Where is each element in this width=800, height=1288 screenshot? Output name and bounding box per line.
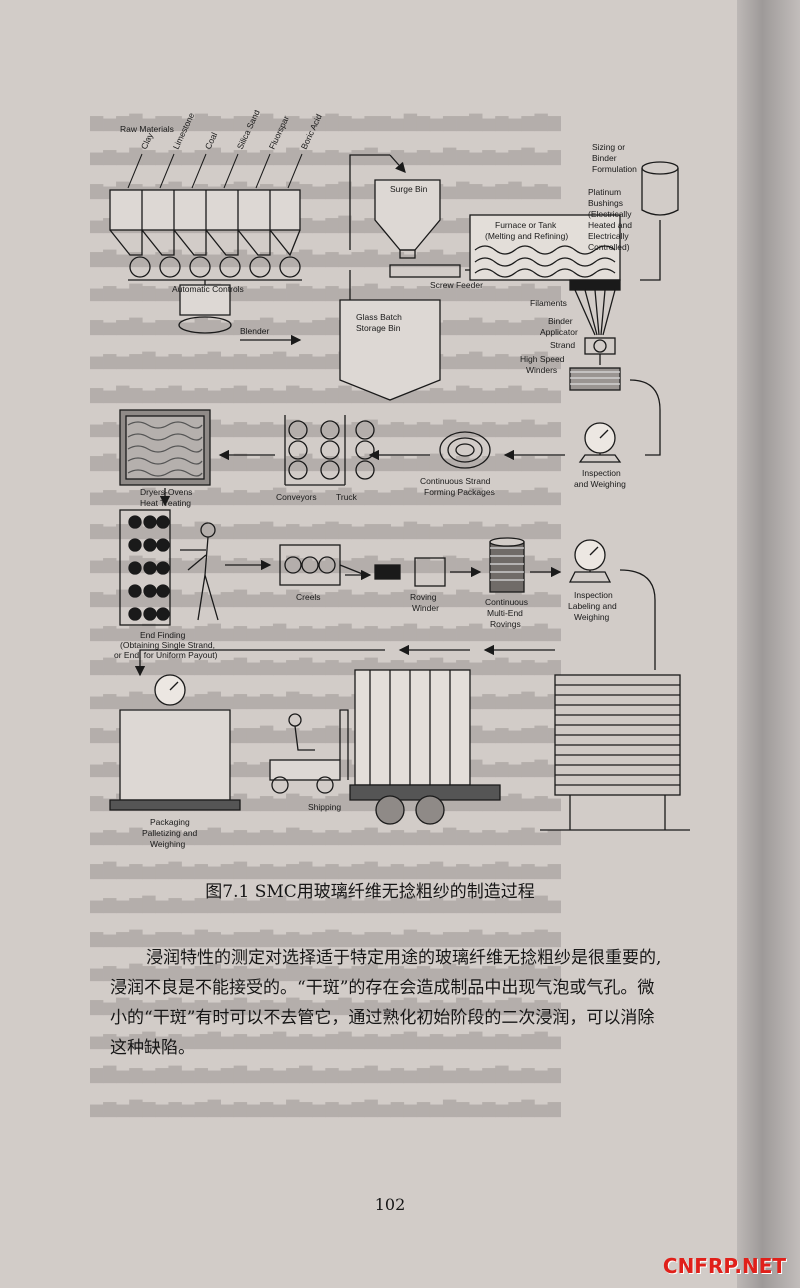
paragraph-line-1: 浸润特性的测定对选择适于特定用途的玻璃纤维无捻粗纱是很重要的, <box>146 948 662 968</box>
warehouse-stack <box>540 674 690 831</box>
label-winders-2: Winders <box>526 365 557 375</box>
label-filaments: Filaments <box>530 298 567 308</box>
manufacturing-process-diagram: Raw Materials Clay Limestone Coal Silica… <box>109 110 690 849</box>
label-roving-winder-2: Winder <box>412 603 439 613</box>
label-end-finding-1: End Finding <box>140 630 186 640</box>
label-winders-1: High Speed <box>520 354 565 364</box>
shipping-trailer <box>349 669 501 825</box>
body-paragraph: 浸润特性的测定对选择适于特定用途的玻璃纤维无捻粗纱是很重要的, 浸润不良是不能接… <box>110 943 700 1063</box>
label-bushings-4: Heated and <box>588 220 632 230</box>
high-speed-winder <box>569 367 621 391</box>
label-inspection2-1: Inspection <box>574 590 613 600</box>
label-material-coal: Coal <box>203 131 219 151</box>
label-forming-1: Continuous Strand <box>420 476 491 486</box>
label-sizing-1: Sizing or <box>592 142 625 152</box>
platinum-bushing <box>569 279 621 336</box>
label-binder-2: Applicator <box>540 327 578 337</box>
label-creels: Creels <box>296 592 321 602</box>
label-inspection2-2: Labeling and <box>568 601 617 611</box>
creels <box>279 544 366 586</box>
label-bushings-3: (Electrically <box>588 209 632 219</box>
label-packaging-3: Weighing <box>150 839 186 849</box>
figure-caption: 图7.1 SMC用玻璃纤维无捻粗纱的制造过程 <box>205 882 535 902</box>
label-dryers-2: Heat Treating <box>140 498 191 508</box>
label-roving-winder-1: Roving <box>410 592 437 602</box>
label-end-finding-3: or End, for Uniform Payout) <box>114 650 218 660</box>
label-shipping: Shipping <box>308 802 341 812</box>
label-screw-feeder: Screw Feeder <box>430 280 483 290</box>
label-packaging-1: Packaging <box>150 817 190 827</box>
label-bushings-2: Bushings <box>588 198 623 208</box>
label-sizing-2: Binder <box>592 153 617 163</box>
paragraph-line-3: 小的“干斑”有时可以不去管它，通过熟化初始阶段的二次浸润，可以消除 <box>110 1008 655 1028</box>
dryer-oven <box>119 409 211 486</box>
sizing-tank <box>640 161 679 281</box>
label-material-silica-sand: Silica Sand <box>235 110 262 151</box>
label-glass-batch-2: Storage Bin <box>356 323 401 333</box>
blender <box>178 280 232 334</box>
label-bushings-1: Platinum <box>588 187 621 197</box>
paragraph-line-4: 这种缺陷。 <box>110 1038 195 1058</box>
label-packaging-2: Palletizing and <box>142 828 198 838</box>
label-conveyors: Conveyors <box>276 492 317 502</box>
label-material-fluorspar: Fluorspar <box>267 114 291 151</box>
label-binder-1: Binder <box>548 316 573 326</box>
label-automatic-controls: Automatic Controls <box>172 284 244 294</box>
label-material-limestone: Limestone <box>171 111 197 151</box>
label-multi-end-1: Continuous <box>485 597 528 607</box>
binder-applicator <box>584 337 616 365</box>
label-blender: Blender <box>240 326 269 336</box>
label-multi-end-2: Multi-End <box>487 608 523 618</box>
packaging-scale <box>109 674 241 811</box>
inspection-scale-1 <box>578 422 622 463</box>
raw-material-hoppers <box>109 189 302 281</box>
label-furnace-1: Furnace or Tank <box>495 220 557 230</box>
label-sizing-3: Formulation <box>592 164 637 174</box>
label-end-finding-2: (Obtaining Single Strand, <box>120 640 215 650</box>
truck-conveyor <box>284 415 375 486</box>
label-material-boric-acid: Boric Acid <box>299 112 324 151</box>
forming-packages <box>439 431 491 469</box>
label-strand: Strand <box>550 340 575 350</box>
book-spine <box>737 0 800 1288</box>
label-truck: Truck <box>336 492 358 502</box>
multi-end-rovings <box>489 537 525 593</box>
label-inspection1-1: Inspection <box>582 468 621 478</box>
watermark-logo: CNFRP.NET <box>662 1254 786 1278</box>
paragraph-line-2: 浸润不良是不能接受的。“干斑”的存在会造成制品中出现气泡或气孔。微 <box>110 978 655 998</box>
label-surge-bin: Surge Bin <box>390 184 428 194</box>
label-inspection1-2: and Weighing <box>574 479 626 489</box>
roving-winder <box>374 557 446 587</box>
label-forming-2: Forming Packages <box>424 487 495 497</box>
label-dryers-1: Dryers-Ovens <box>140 487 192 497</box>
label-furnace-2: (Melting and Refining) <box>485 231 568 241</box>
forklift <box>269 709 349 794</box>
label-bushings-5: Electrically <box>588 231 629 241</box>
furnace <box>469 214 621 281</box>
label-bushings-6: Controlled) <box>588 242 630 252</box>
label-raw-materials: Raw Materials <box>120 124 174 134</box>
page-number: 102 <box>374 1195 406 1214</box>
label-inspection2-3: Weighing <box>574 612 610 622</box>
end-finding-station <box>119 509 219 626</box>
glass-batch-storage-bin <box>339 270 441 401</box>
screw-feeder <box>389 264 461 278</box>
label-glass-batch-1: Glass Batch <box>356 312 402 322</box>
label-multi-end-3: Rovings <box>490 619 521 629</box>
inspection-scale-2 <box>568 539 656 670</box>
surge-bin <box>349 154 441 259</box>
